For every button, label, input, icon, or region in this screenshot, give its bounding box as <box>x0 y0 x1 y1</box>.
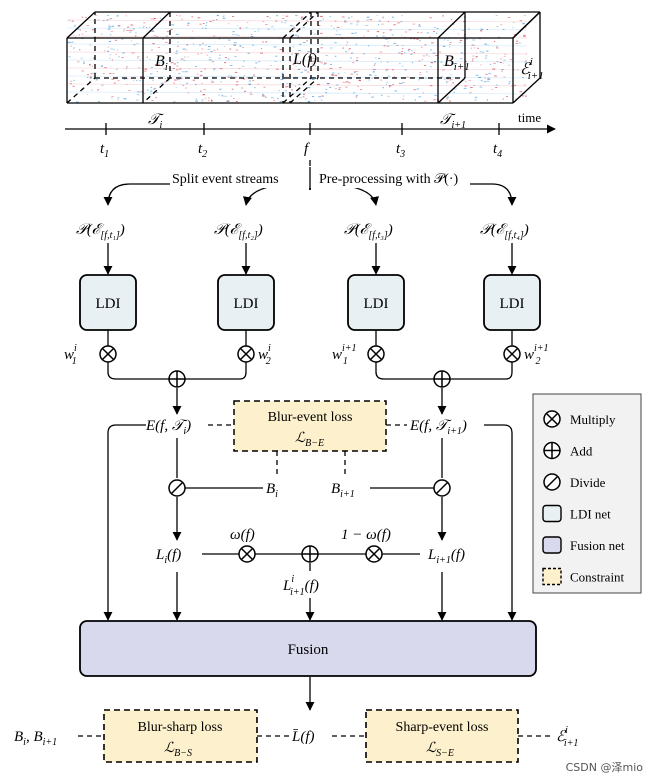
ldi-net-label: LDI <box>500 296 525 312</box>
multiply-icon <box>365 545 383 563</box>
timeline-tick-label: t3 <box>396 141 405 160</box>
multiply-icon <box>99 345 117 363</box>
sharp-event-loss-box <box>365 709 519 763</box>
input-event-stream-4: 𝒫(ℰ[f,t₄]) <box>480 222 529 241</box>
blur-sharp-loss-title: Blur-sharp loss <box>138 720 223 735</box>
legend-label: Add <box>570 444 593 459</box>
bottom-row: Bi, Bi+1 Blur-sharp loss ℒB−S L̄(f) Shar… <box>14 677 578 763</box>
split-left-text: Split event streams <box>172 172 279 187</box>
omega-label: ω(f) <box>230 527 255 543</box>
divide-icon <box>433 479 451 497</box>
timeline-tick-label: t2 <box>198 141 207 160</box>
multiply-icon <box>543 410 561 428</box>
legend-label: Divide <box>570 475 606 490</box>
watermark: CSDN @泽mio <box>566 761 644 774</box>
fusion-net-box <box>79 620 537 677</box>
fusion-net-swatch <box>542 536 562 554</box>
blur-event-loss-symbol: ℒB−E <box>295 431 324 449</box>
legend-label: Constraint <box>570 570 625 585</box>
add-icon <box>301 545 319 563</box>
sharp-event-loss-symbol: ℒS−E <box>426 741 454 759</box>
blur-frames-input-label: Bi, Bi+1 <box>14 729 57 748</box>
constraint-swatch <box>542 567 562 586</box>
add-icon <box>168 370 186 388</box>
timeline-tick-label: t1 <box>100 141 109 160</box>
operators-middle <box>168 479 451 563</box>
legend-label: Fusion net <box>570 538 625 553</box>
latent-frame-label: L(f) <box>292 51 317 68</box>
b-i-label: Bi <box>266 481 278 500</box>
b-i1-label: Bi+1 <box>331 481 355 500</box>
divide-icon <box>543 473 561 491</box>
blur-event-loss-title: Blur-event loss <box>268 410 353 425</box>
timeline-tick-label: f <box>304 141 310 157</box>
split-right-text: Pre-processing with 𝒫(·) <box>319 172 459 187</box>
legend-label: Multiply <box>570 412 616 427</box>
output-frame-label: L̄(f) <box>291 729 315 745</box>
ldi-net-label: LDI <box>234 296 259 312</box>
add-operators-top <box>168 370 451 388</box>
blur-event-loss-box <box>233 400 387 452</box>
middle-section: E(f, 𝒯i) E(f, 𝒯i+1) Blur-event loss ℒB−E… <box>103 400 517 621</box>
interval-ti1-label: 𝒯i+1 <box>440 112 466 131</box>
input-event-stream-2: 𝒫(ℰ[f,t₂]) <box>214 222 263 241</box>
legend-label: LDI net <box>570 507 611 522</box>
interval-ti-label: 𝒯i <box>148 112 164 131</box>
one-minus-omega-label: 1 − ω(f) <box>341 527 391 543</box>
multiply-icon <box>503 345 521 363</box>
l-i-label: Li(f) <box>155 547 181 566</box>
add-icon <box>543 441 561 460</box>
add-icon <box>433 370 451 388</box>
input-event-stream-1: 𝒫(ℰ[f,t₁]) <box>76 222 125 241</box>
multiply-icon <box>238 545 256 563</box>
ldi-net-label: LDI <box>96 296 121 312</box>
multiply-icon <box>237 345 255 363</box>
blur-sharp-loss-symbol: ℒB−S <box>164 741 192 759</box>
time-axis-label: time <box>518 110 541 125</box>
frame-bi1-label: Bi+1 <box>444 53 470 73</box>
blur-sharp-loss-box <box>103 709 258 763</box>
timeline-tick-label: t4 <box>493 141 502 160</box>
ldi-net-label: LDI <box>364 296 389 312</box>
e-right-label: E(f, 𝒯i+1) <box>409 418 467 437</box>
multiply-icon <box>367 345 385 363</box>
timeline: time 𝒯i 𝒯i+1 t1 t2 f t3 t4 <box>65 110 556 160</box>
ldi-net-swatch <box>542 504 562 523</box>
divide-icon <box>168 479 186 497</box>
e-left-label: E(f, 𝒯i) <box>145 418 191 437</box>
input-event-stream-3: 𝒫(ℰ[f,t₃]) <box>344 222 393 241</box>
l-i1-label: Li+1(f) <box>427 547 465 566</box>
fusion-net-label: Fusion <box>288 642 329 658</box>
frame-bi-label: Bi <box>155 53 168 73</box>
sharp-event-loss-title: Sharp-event loss <box>396 720 489 735</box>
